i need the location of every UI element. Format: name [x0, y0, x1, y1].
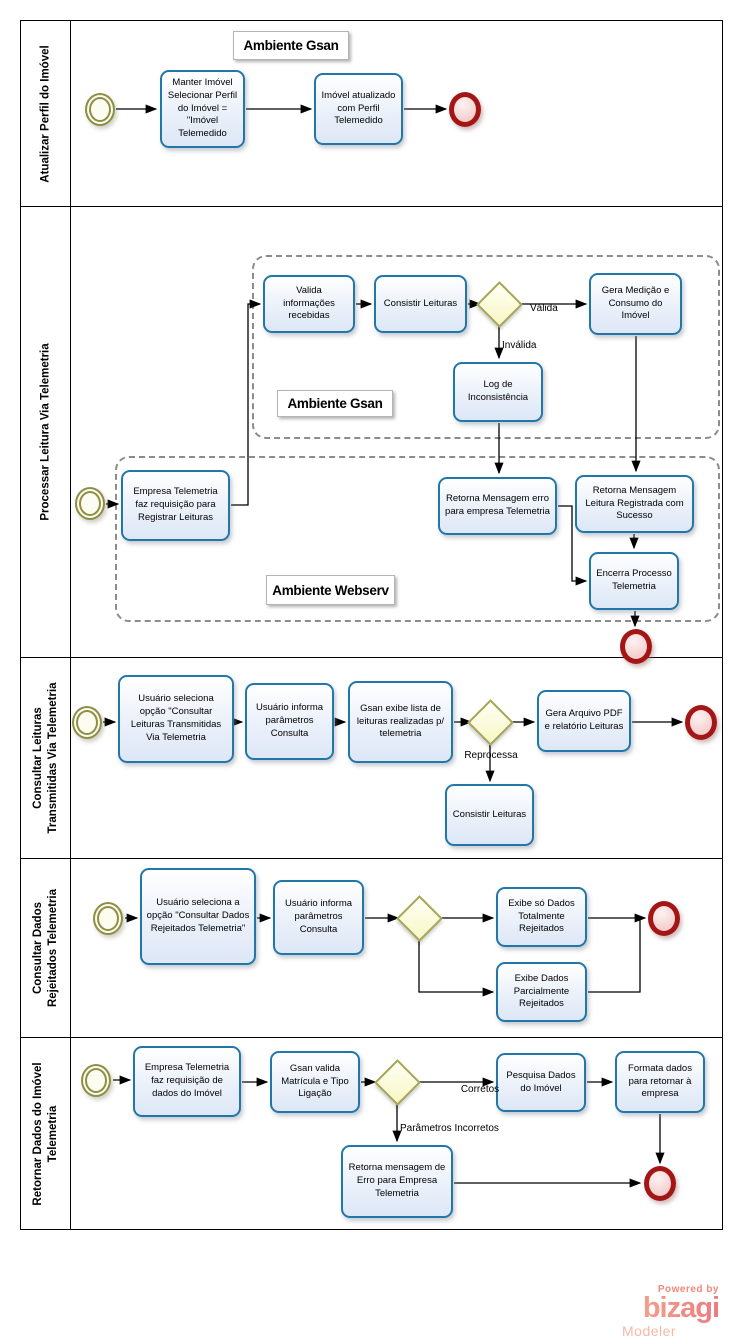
lane-title: Processar Leitura Via Telemetria: [39, 343, 52, 521]
lane-retornar-dados-imovel: Retornar Dados do Imóvel Telemetria: [21, 1037, 722, 1229]
task-seleciona-consultar-dados-rejeitados[interactable]: Usuário seleciona a opção "Consultar Dad…: [140, 868, 256, 965]
task-label: Usuário seleciona a opção "Consultar Dad…: [146, 897, 250, 934]
group-label-ambiente-gsan: Ambiente Gsan: [233, 31, 349, 60]
flow-label-parametros-incorretos: Parâmetros Incorretos: [400, 1123, 499, 1134]
flow-label-reprocessa: Reprocessa: [464, 750, 518, 761]
start-event[interactable]: [72, 706, 102, 739]
task-label: Usuário seleciona opção "Consultar Leitu…: [130, 693, 222, 743]
task-label: Manter Imóvel Selecionar Perfil do Imóve…: [167, 76, 238, 140]
task-consistir-leituras-reprocessa[interactable]: Consistir Leituras: [445, 784, 534, 846]
lane-title: Retornar Dados do Imóvel Telemetria: [31, 1061, 59, 1206]
task-label: Usuário informa parâmetros Consulta: [255, 702, 324, 739]
end-event[interactable]: [644, 1166, 676, 1201]
task-label: Retorna Mensagem Leitura Registrada com …: [585, 484, 684, 522]
end-event[interactable]: [620, 629, 652, 664]
lane-header-consultar-dados-rejeitados: Consultar Dados Rejeitados Telemetria: [21, 859, 71, 1037]
task-imovel-atualizado[interactable]: Imóvel atualizado com Perfil Telemedido: [314, 73, 403, 145]
task-informa-parametros-consulta[interactable]: Usuário informa parâmetros Consulta: [245, 683, 334, 760]
lane-consultar-dados-rejeitados: Consultar Dados Rejeitados Telemetria: [21, 858, 722, 1037]
lane-title: Consultar Dados Rejeitados Telemetria: [31, 888, 59, 1008]
flow-label-valida: Válida: [530, 303, 558, 314]
process-pool: Atualizar Perfil do Imóvel Processar Lei…: [20, 20, 723, 1230]
modeler-text: Modeler: [622, 1322, 677, 1339]
task-label: Imóvel atualizado com Perfil Telemedido: [321, 89, 396, 127]
task-label: Empresa Telemetria faz requisição de dad…: [144, 1062, 230, 1099]
bizagi-logo: Powered by bizagi Modeler: [622, 1284, 720, 1339]
task-label: Gsan exibe lista de leituras realizadas …: [356, 702, 445, 740]
task-label: Exibe Dados Parcialmente Rejeitados: [513, 972, 570, 1010]
task-gera-arquivo-pdf[interactable]: Gera Arquivo PDF e relatório Leituras: [537, 690, 631, 752]
lane-header-consultar-leituras: Consultar Leituras Transmitidas Via Tele…: [21, 658, 71, 858]
task-manter-imovel[interactable]: Manter Imóvel Selecionar Perfil do Imóve…: [160, 70, 245, 148]
task-informa-parametros-consulta[interactable]: Usuário informa parâmetros Consulta: [273, 880, 364, 955]
task-formata-dados[interactable]: Formata dados para retornar à empresa: [615, 1051, 705, 1113]
task-label: Retorna mensagem de Erro para Empresa Te…: [348, 1162, 446, 1199]
task-gsan-exibe-lista[interactable]: Gsan exibe lista de leituras realizadas …: [348, 681, 453, 763]
start-event[interactable]: [93, 902, 123, 935]
task-label: Gsan valida Matrícula e Tipo Ligação: [281, 1062, 349, 1100]
end-event[interactable]: [648, 901, 680, 936]
end-event[interactable]: [449, 92, 481, 127]
task-label: Encerra Processo Telemetria: [596, 568, 672, 592]
start-event[interactable]: [85, 93, 115, 126]
task-label: Consistir Leituras: [452, 808, 527, 820]
start-event[interactable]: [81, 1064, 111, 1097]
flow-label-invalida: Inválida: [502, 340, 537, 351]
task-label: Pesquisa Dados do Imóvel: [506, 1069, 576, 1094]
task-seleciona-consultar-leituras[interactable]: Usuário seleciona opção "Consultar Leitu…: [118, 675, 234, 763]
powered-by-text: Powered by: [657, 1284, 719, 1295]
lane-consultar-leituras: Consultar Leituras Transmitidas Via Tele…: [21, 657, 722, 858]
end-event[interactable]: [685, 705, 717, 740]
task-label: Gera Medição e Consumo do Imóvel: [601, 284, 670, 322]
task-label: Empresa Telemetria faz requisição para R…: [133, 486, 218, 523]
lane-header-retornar-dados-imovel: Retornar Dados do Imóvel Telemetria: [21, 1038, 71, 1229]
task-log-inconsistencia[interactable]: Log de Inconsistência: [453, 362, 543, 422]
task-encerra-processo[interactable]: Encerra Processo Telemetria: [589, 552, 679, 610]
lane-atualizar-perfil: Atualizar Perfil do Imóvel: [21, 21, 722, 206]
task-label: Usuário informa parâmetros Consulta: [284, 898, 353, 935]
task-label: Consistir Leituras: [383, 297, 458, 309]
task-retorna-mensagem-erro[interactable]: Retorna Mensagem erro para empresa Telem…: [438, 477, 557, 535]
lane-header-processar-leitura: Processar Leitura Via Telemetria: [21, 207, 71, 657]
task-empresa-requisicao-dados[interactable]: Empresa Telemetria faz requisição de dad…: [133, 1046, 241, 1117]
task-exibe-dados-totalmente-rejeitados[interactable]: Exibe só Dados Totalmente Rejeitados: [496, 887, 587, 947]
bizagi-wordmark: bizagi: [622, 1294, 720, 1323]
lane-title: Consultar Leituras Transmitidas Via Tele…: [31, 682, 59, 834]
task-exibe-dados-parcialmente-rejeitados[interactable]: Exibe Dados Parcialmente Rejeitados: [496, 962, 587, 1022]
task-label: Exibe só Dados Totalmente Rejeitados: [508, 897, 575, 935]
task-label: Formata dados para retornar à empresa: [628, 1062, 692, 1100]
start-event[interactable]: [75, 487, 105, 520]
lane-processar-leitura: Processar Leitura Via Telemetria: [21, 206, 722, 657]
group-ambiente-webserv: [115, 456, 720, 622]
task-empresa-requisicao-leituras[interactable]: Empresa Telemetria faz requisição para R…: [121, 470, 230, 541]
group-label-ambiente-webserv: Ambiente Webserv: [266, 575, 395, 605]
task-gsan-valida-matricula[interactable]: Gsan valida Matrícula e Tipo Ligação: [270, 1051, 360, 1113]
task-label: Gera Arquivo PDF e relatório Leituras: [544, 708, 624, 732]
group-label-ambiente-gsan: Ambiente Gsan: [277, 390, 393, 417]
task-label: Log de Inconsistência: [467, 379, 529, 403]
task-label: Valida informações recebidas: [283, 284, 335, 322]
task-retorna-mensagem-sucesso[interactable]: Retorna Mensagem Leitura Registrada com …: [575, 475, 694, 533]
lane-header-atualizar-perfil: Atualizar Perfil do Imóvel: [21, 21, 71, 206]
task-label: Retorna Mensagem erro para empresa Telem…: [445, 493, 550, 517]
lane-title: Atualizar Perfil do Imóvel: [39, 44, 52, 183]
task-valida-informacoes[interactable]: Valida informações recebidas: [263, 275, 355, 333]
task-consistir-leituras[interactable]: Consistir Leituras: [374, 275, 467, 333]
task-retorna-mensagem-erro-empresa[interactable]: Retorna mensagem de Erro para Empresa Te…: [341, 1145, 453, 1218]
task-gera-medicao[interactable]: Gera Medição e Consumo do Imóvel: [589, 273, 682, 335]
task-pesquisa-dados-imovel[interactable]: Pesquisa Dados do Imóvel: [496, 1053, 586, 1112]
flow-label-corretos: Corretos: [460, 1084, 500, 1095]
